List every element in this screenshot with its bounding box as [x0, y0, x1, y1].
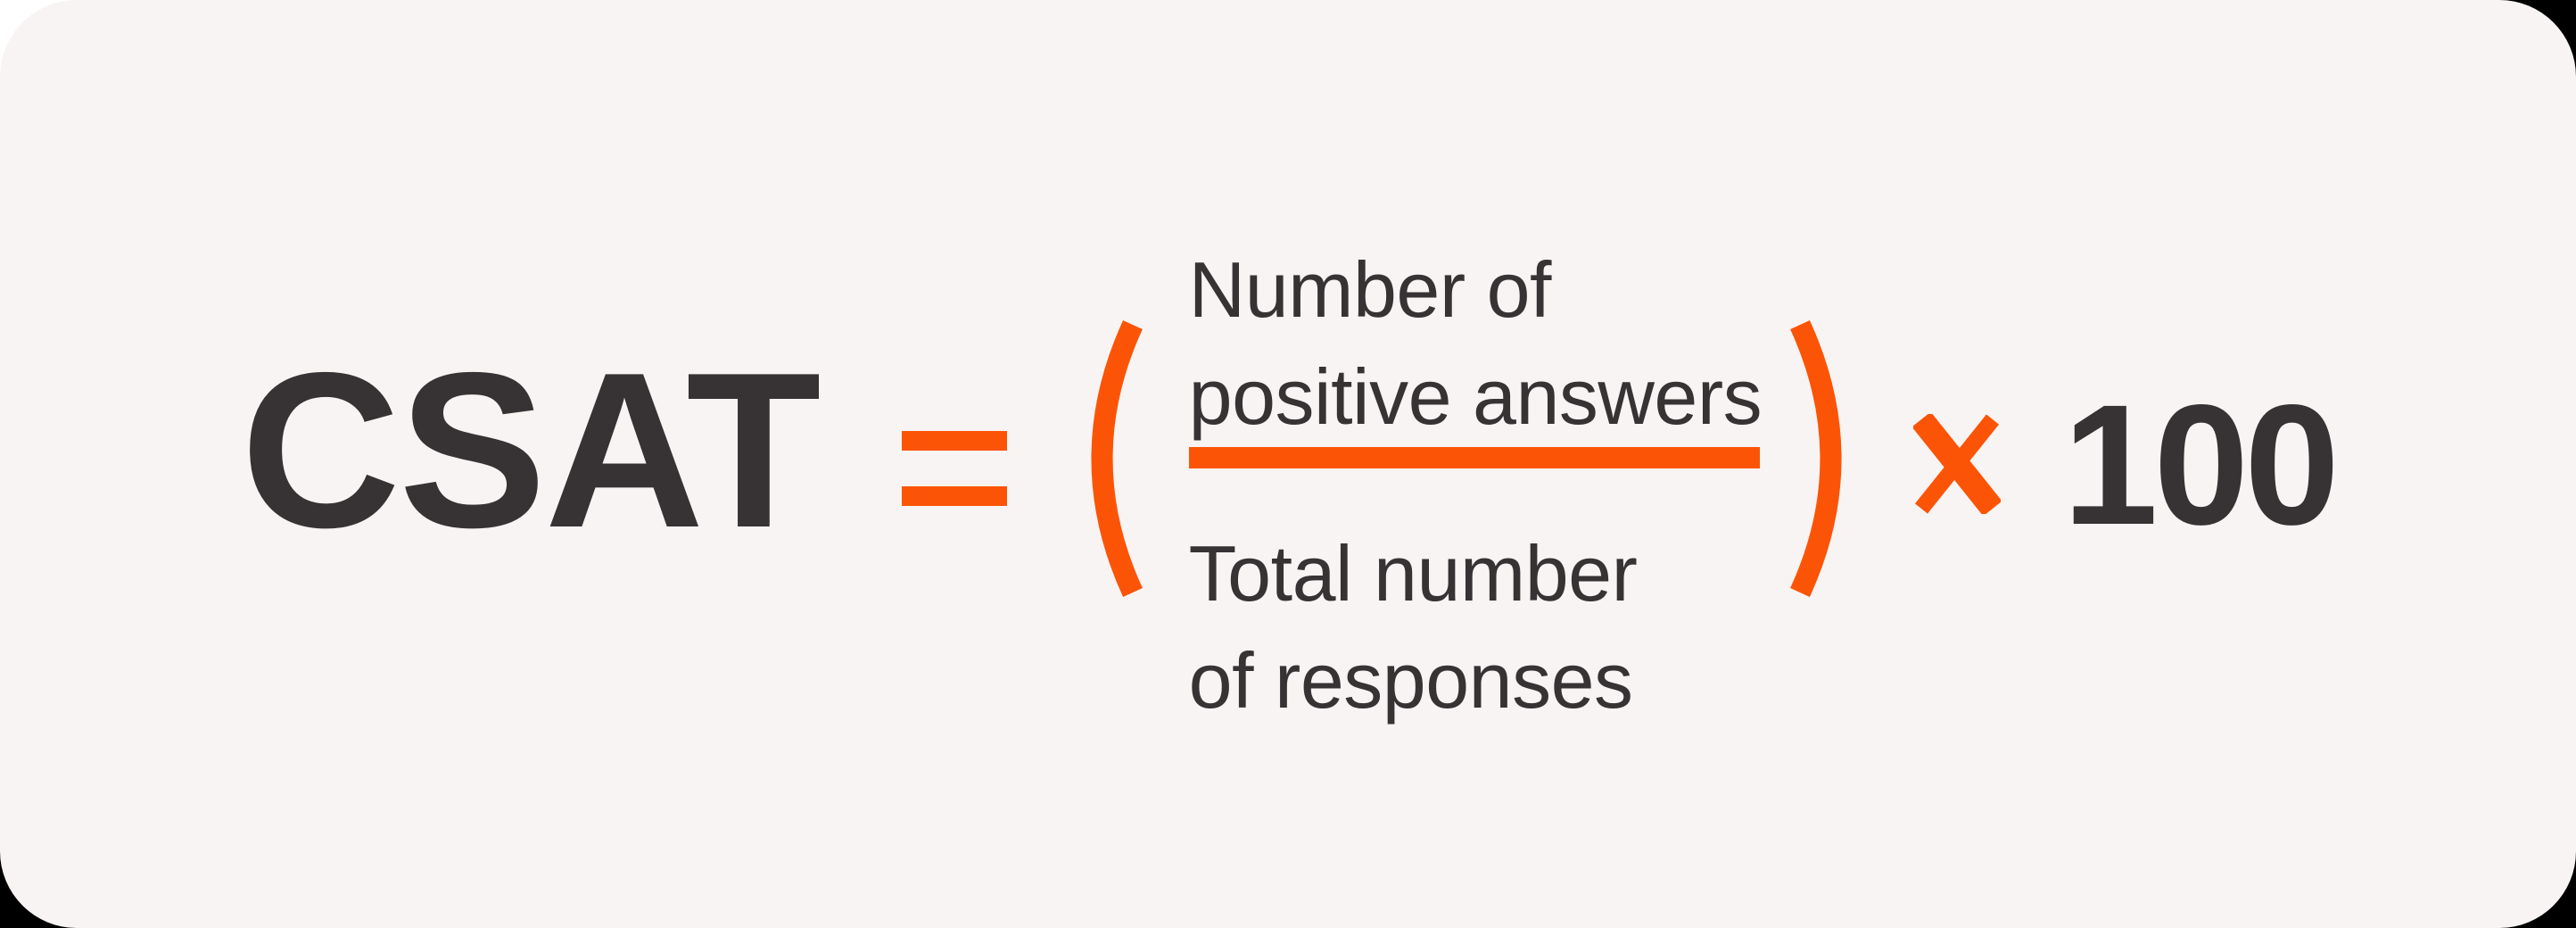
denominator: Total number of responses	[1189, 520, 1765, 734]
equals-bar-bottom	[901, 486, 1007, 506]
numerator-line-1: Number of	[1188, 245, 1552, 334]
csat-label: CSAT	[240, 326, 822, 574]
fraction-bar	[1188, 447, 1760, 468]
numerator: Number of positive answers	[1189, 236, 1765, 451]
multiplier-value: 100	[2062, 369, 2340, 560]
equals-sign	[901, 431, 1007, 506]
close-paren-icon	[1789, 319, 1842, 598]
numerator-line-2: positive answers	[1188, 352, 1763, 441]
open-paren-icon	[1091, 319, 1143, 598]
fraction: Number of positive answers Total number …	[1188, 236, 1765, 734]
denominator-line-2: of responses	[1188, 636, 1633, 725]
equals-bar-top	[901, 431, 1007, 451]
multiplication-icon	[1912, 414, 2001, 514]
denominator-line-1: Total number	[1188, 529, 1638, 617]
